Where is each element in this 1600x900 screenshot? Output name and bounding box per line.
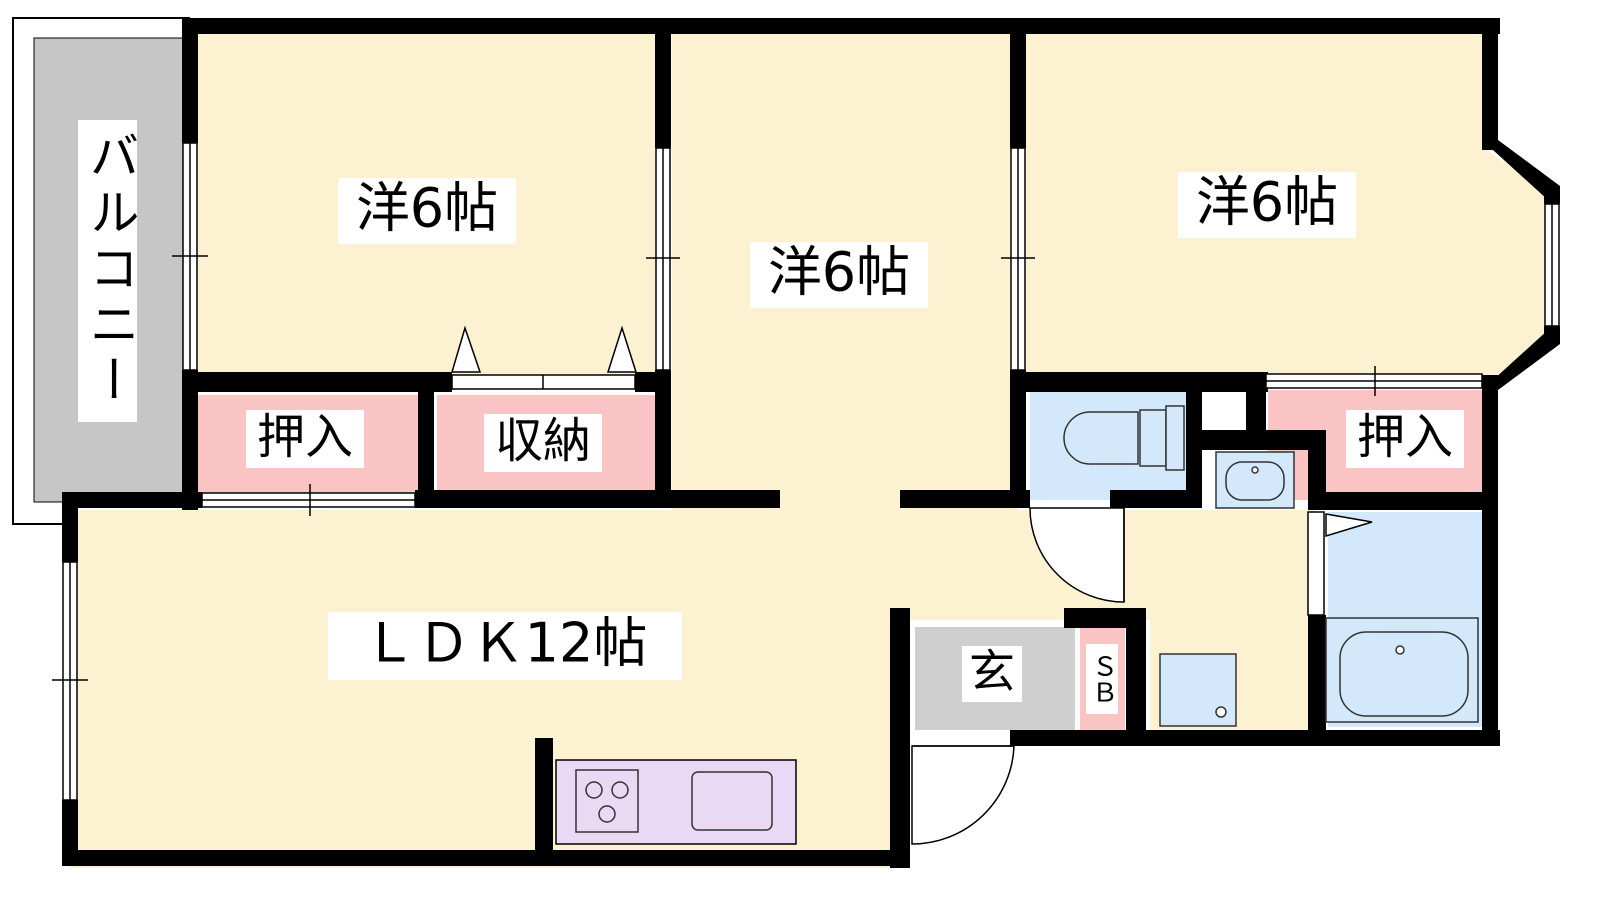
door-swing-icon (1029, 507, 1125, 603)
wall (62, 850, 908, 866)
toilet-icon (1063, 405, 1185, 471)
label-bg (1086, 644, 1118, 714)
wall (1482, 140, 1560, 200)
wall (1186, 430, 1326, 450)
wall (1246, 372, 1266, 432)
wall (182, 18, 1500, 34)
door-swing-icon (911, 507, 1125, 845)
wall (900, 490, 1030, 508)
washing-machine-icon (1159, 653, 1237, 727)
wall (1308, 615, 1326, 745)
sink-icon (691, 771, 773, 831)
wall (1064, 608, 1146, 628)
wall (1482, 18, 1498, 150)
wall (418, 372, 434, 508)
entrance-label: 玄 (969, 645, 1015, 699)
label-bg (484, 414, 602, 472)
bath-door (1307, 511, 1325, 616)
meter-box (1204, 392, 1244, 428)
label-bg (750, 242, 928, 308)
ldk-label: ＬＤＫ12帖 (363, 612, 648, 675)
window-icon (52, 142, 1560, 801)
wall (1010, 372, 1268, 392)
western-right-label: 洋6帖 (1196, 171, 1338, 234)
bathtub-icon (1325, 617, 1479, 723)
door-marker (606, 325, 638, 373)
door-swing-icon (911, 745, 1015, 845)
wall (62, 800, 78, 866)
label-bg (328, 612, 682, 680)
sliding-doors (450, 325, 1483, 616)
door-marker (1325, 513, 1373, 538)
stove-icon (575, 769, 639, 833)
label-bg (962, 646, 1022, 702)
ldk-floor (70, 510, 1315, 868)
wall (62, 492, 202, 508)
door-marker (450, 325, 482, 373)
walls (62, 18, 1560, 868)
wall (1010, 730, 1500, 746)
balcony: バルコニー (12, 17, 190, 525)
wall (62, 492, 78, 562)
label-bg (246, 410, 364, 468)
storage-label: 収納 (495, 413, 591, 469)
label-bg (1346, 410, 1464, 468)
wall (182, 370, 198, 510)
closet-right-label: 押入 (1357, 409, 1453, 465)
room-labels: 洋6帖 洋6帖 洋6帖 押入 収納 押入 ＬＤＫ12帖 玄 ＳＢ (246, 171, 1464, 714)
wall (1110, 490, 1200, 508)
wall (1544, 186, 1560, 204)
wall (1482, 330, 1560, 390)
wall (182, 18, 198, 143)
wall (655, 18, 671, 148)
wall (1010, 18, 1026, 148)
wall (1126, 608, 1146, 746)
closet-left-label: 押入 (257, 409, 353, 465)
label-bg (338, 178, 516, 244)
wall (1308, 492, 1498, 510)
balcony-label-bg (78, 120, 137, 422)
washbasin-icon (1215, 451, 1295, 509)
wall (655, 370, 671, 508)
label-bg (1178, 172, 1356, 238)
wall (1010, 370, 1026, 508)
wall (890, 728, 910, 748)
wall (1308, 430, 1326, 510)
western-middle-label: 洋6帖 (768, 241, 910, 304)
wall (1482, 375, 1498, 745)
western-left-label: 洋6帖 (356, 177, 498, 240)
shoe-box-label: ＳＢ (1088, 653, 1118, 705)
wall (535, 738, 553, 866)
wall (182, 372, 452, 392)
wall (415, 490, 780, 508)
balcony-label: バルコニー (82, 130, 140, 410)
